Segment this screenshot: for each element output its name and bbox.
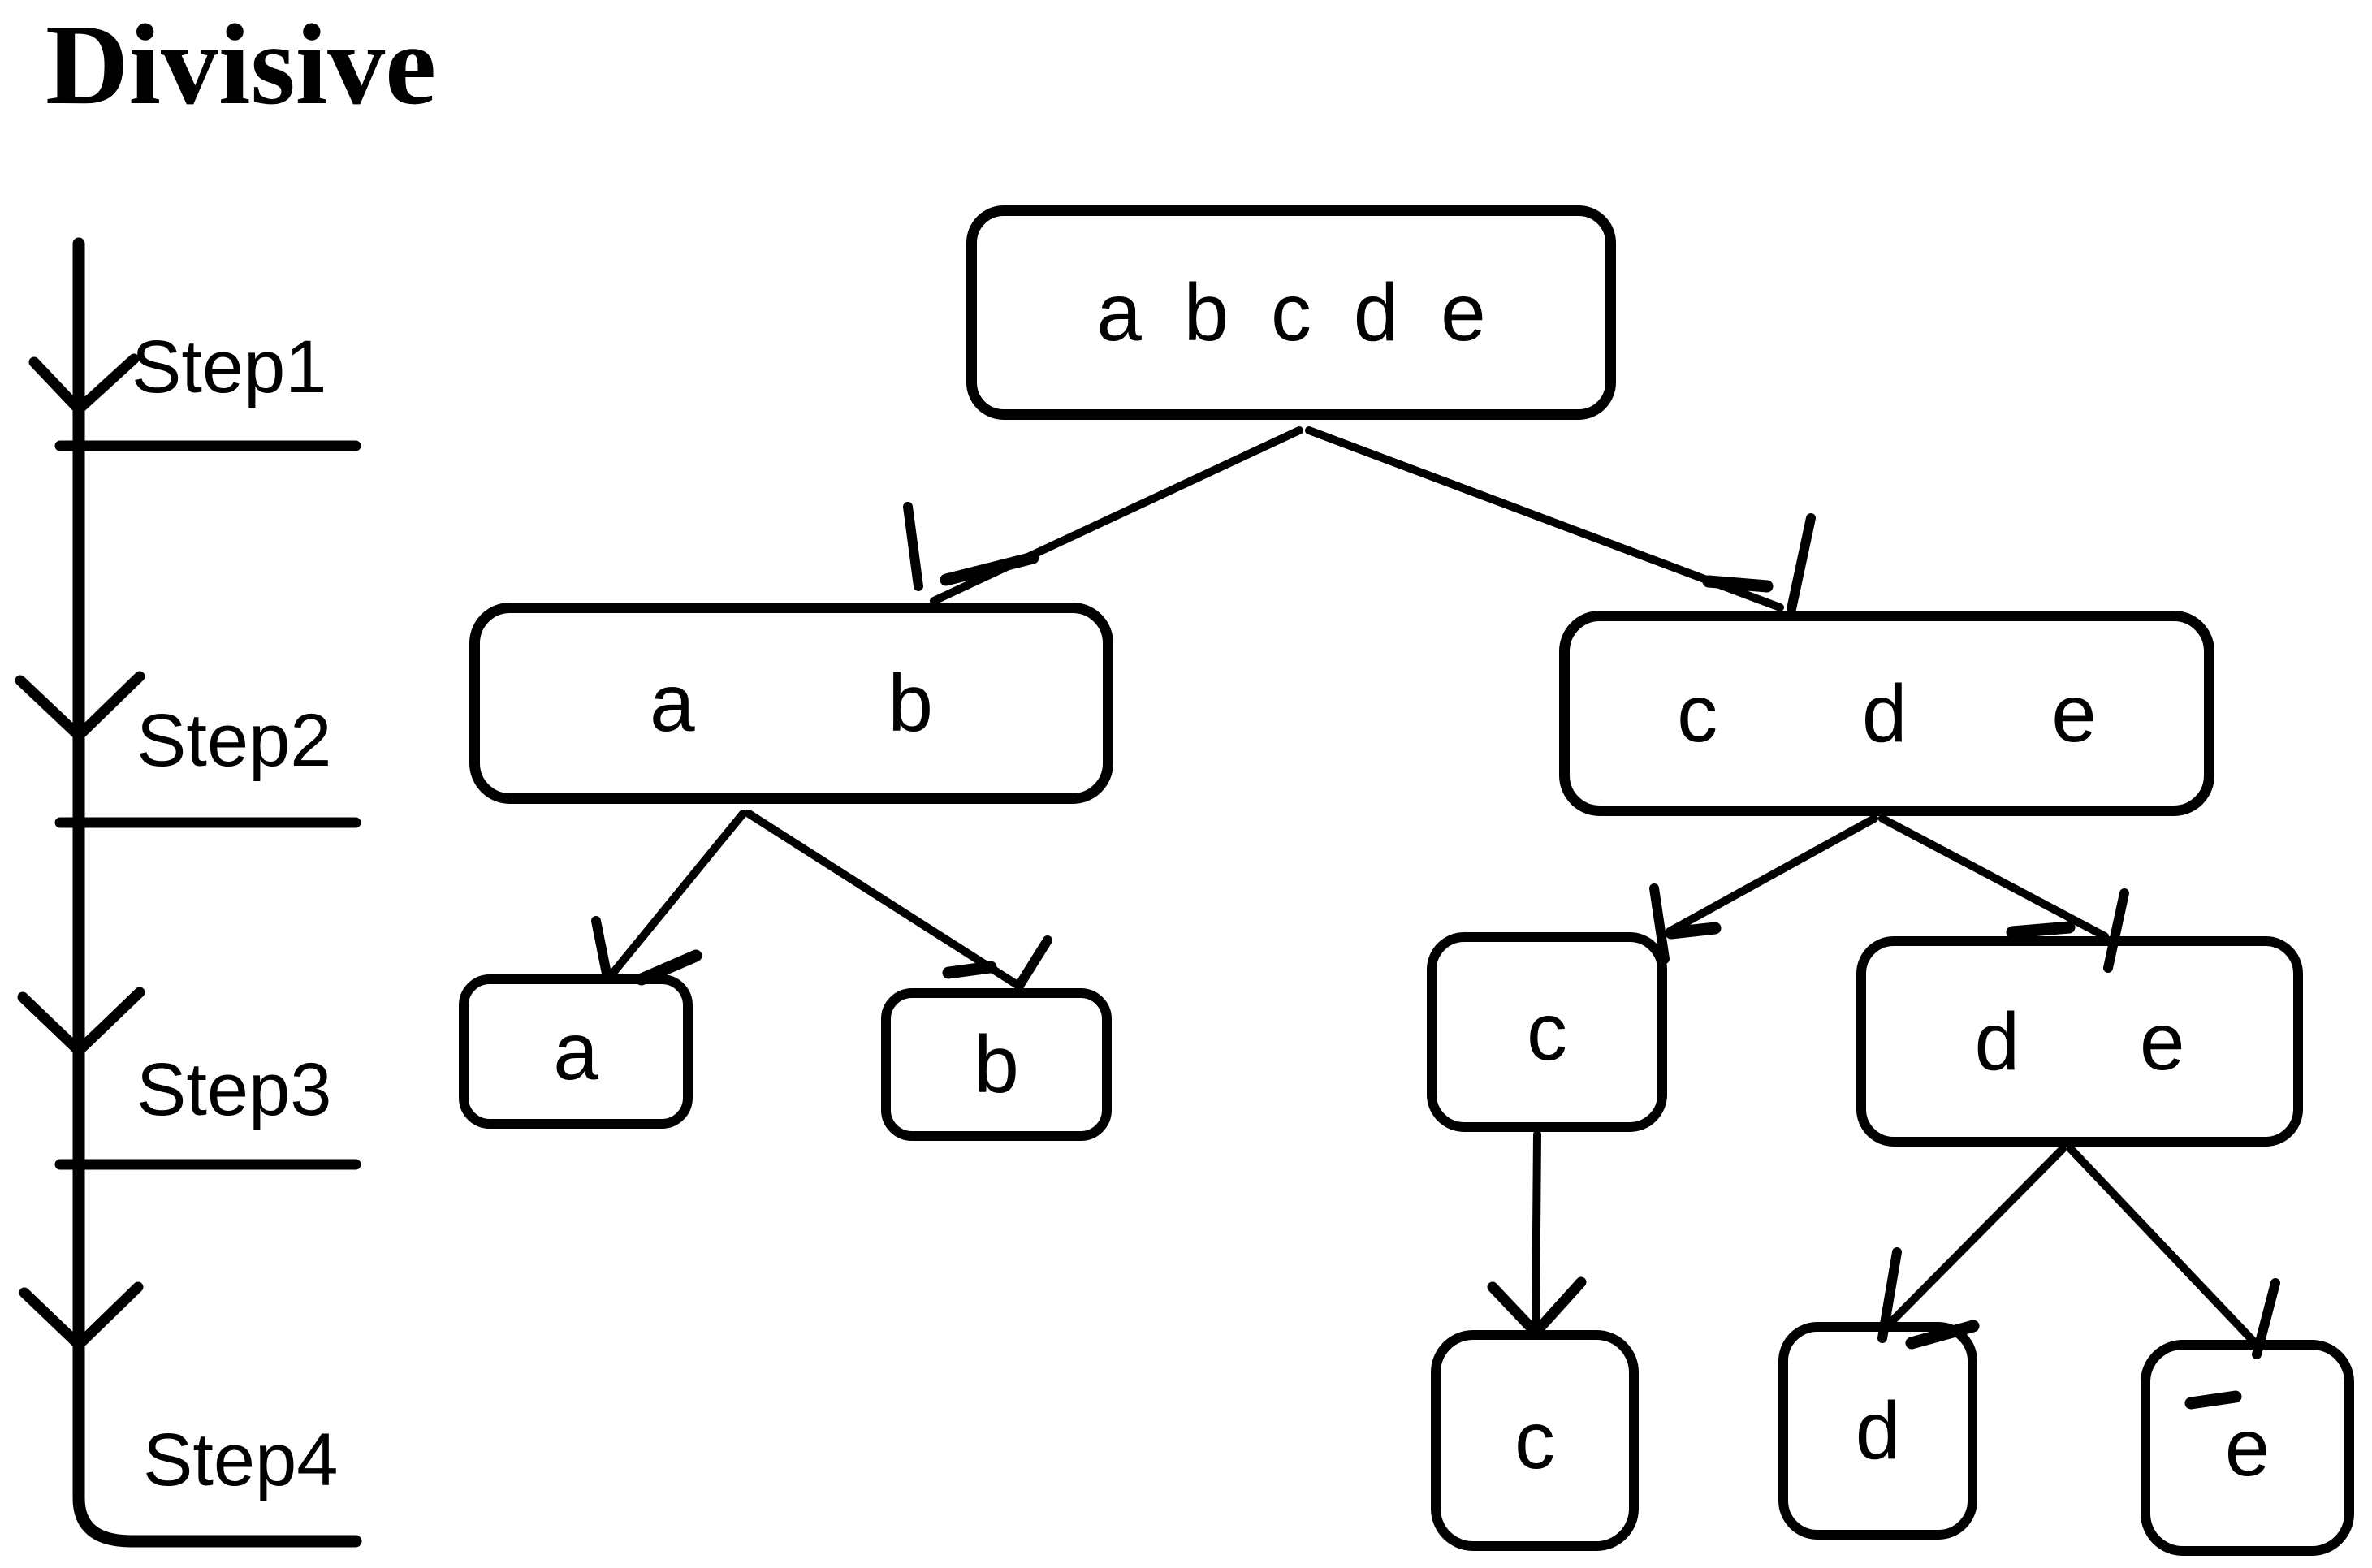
tree-node-a: a [459, 974, 693, 1129]
edge-line [1878, 814, 2109, 940]
tree-node-c-leaf: c [1431, 1330, 1639, 1551]
timeline-step3-label: Step3 [136, 1048, 332, 1131]
edge-root-to-ab [903, 426, 1303, 605]
edge-line [745, 810, 1024, 991]
tree-node-de: d e [1856, 936, 2303, 1147]
timeline-arrowhead-step3-icon [17, 987, 145, 1056]
tree-node-abcde: a b c d e [966, 205, 1616, 420]
timeline-step4-label: Step4 [143, 1419, 339, 1501]
arrowhead-tick [591, 916, 612, 983]
edge-ab-to-a [591, 810, 747, 986]
edge-ab-to-b [745, 810, 1052, 991]
edge-de-to-d [1877, 1145, 2067, 1350]
timeline-arrowhead-step2-icon [15, 671, 145, 741]
tree-node-c-mid: c [1427, 932, 1667, 1132]
timeline-step1-label: Step1 [132, 326, 327, 408]
arrowhead-dash [1665, 922, 1722, 940]
timeline-step2-label: Step2 [136, 699, 332, 782]
edge-line [930, 426, 1303, 605]
tree-node-ab: a b [469, 603, 1113, 804]
edge-line [1666, 814, 1878, 935]
tree-edges [591, 426, 2280, 1410]
edge-cde-to-c [1649, 814, 1878, 964]
tree-node-b: b [881, 988, 1112, 1141]
arrowhead-dash [2006, 921, 2076, 939]
edge-line [2067, 1145, 2262, 1350]
tree-node-cde: c d e [1559, 611, 2214, 816]
timeline-arrowhead-step1-icon [28, 353, 140, 415]
arrowhead-tick [1787, 513, 1816, 614]
arrowhead-dash [940, 551, 1039, 586]
timeline [15, 237, 362, 1548]
arrowhead-v-icon [1487, 1276, 1587, 1338]
timeline-axis-line [72, 237, 362, 1548]
arrowhead-dash [942, 961, 997, 979]
arrowhead-tick [903, 502, 923, 591]
edge-root-to-cde [1305, 426, 1816, 614]
edge-line [1305, 426, 1784, 611]
tree-node-d-leaf: d [1778, 1322, 1977, 1540]
edge-line [606, 810, 747, 981]
edge-c-to-c-leaf [1487, 1130, 1587, 1338]
edge-line [1886, 1145, 2067, 1328]
arrowhead-dash [1702, 575, 1774, 593]
tree-node-e-leaf: e [2141, 1340, 2354, 1556]
diagram-title: Divisive [45, 0, 437, 128]
arrowhead-tick [1014, 935, 1052, 991]
edge-line [1532, 1130, 1541, 1334]
timeline-arrowhead-step4-icon [19, 1281, 144, 1350]
